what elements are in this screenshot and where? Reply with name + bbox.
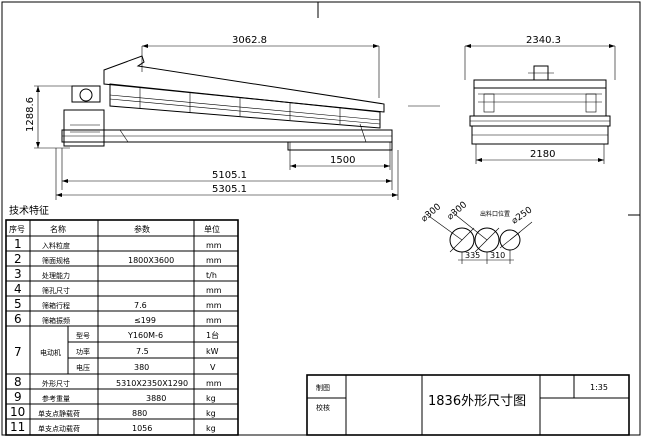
row-5-no: 5 <box>14 297 22 311</box>
row-3-name: 处理能力 <box>42 271 70 280</box>
row-5-name: 筛箱行程 <box>42 301 70 310</box>
row-10-no: 10 <box>10 405 25 419</box>
scale-value: 1:35 <box>590 383 608 392</box>
row-1-name: 入料粒度 <box>42 241 70 250</box>
hopper-span-dim: 3062.8 <box>232 35 267 46</box>
row-6-name: 筛箱振频 <box>42 316 70 325</box>
height-dim: 1288.6 <box>25 97 36 132</box>
hdr-no: 序号 <box>9 224 25 234</box>
row-11-name: 单支点动载荷 <box>38 424 80 433</box>
row-10-value: 880 <box>132 409 147 418</box>
front-view: 3062.8 1288.6 1500 <box>25 35 440 200</box>
row-7-name: 电动机 <box>40 348 61 357</box>
motor-voltage-label: 电压 <box>76 363 90 372</box>
drawing-title: 1836外形尺寸图 <box>428 394 526 409</box>
row-8-no: 8 <box>14 375 22 389</box>
dia1-label: ⌀300 <box>420 202 444 224</box>
row-4-name: 筛孔尺寸 <box>42 286 70 295</box>
row-6-no: 6 <box>14 312 22 326</box>
frame-length-dim: 5105.1 <box>212 170 247 181</box>
row-3-no: 3 <box>14 267 22 281</box>
motor-model-value: Y160M-6 <box>127 331 163 340</box>
row-11-no: 11 <box>10 420 25 434</box>
row-7-no: 7 <box>14 345 22 359</box>
row-11-unit: kg <box>206 424 216 433</box>
hdr-value: 参数 <box>134 224 150 234</box>
row-9-name: 参考重量 <box>42 394 70 403</box>
tech-table-title: 技术特征 <box>9 204 49 217</box>
pitch1-label: 335 <box>465 251 480 260</box>
row-4-unit: mm <box>206 286 222 295</box>
motor-voltage-value: 380 <box>134 363 149 372</box>
pitch2-label: 310 <box>490 251 505 260</box>
row-9-no: 9 <box>14 390 22 404</box>
side-view: 2340.3 2180 <box>464 35 616 164</box>
row-9-unit: kg <box>206 394 216 403</box>
motor-model-unit: 1台 <box>206 330 219 340</box>
drawn-label: 制图 <box>316 383 330 392</box>
row-8-unit: mm <box>206 379 222 388</box>
row-10-name: 单支点静载荷 <box>38 409 80 418</box>
outlet-note: 出料口位置 <box>480 210 510 218</box>
row-2-no: 2 <box>14 252 22 266</box>
row-2-unit: mm <box>206 256 222 265</box>
hdr-name: 名称 <box>50 224 66 234</box>
side-width-dim: 2340.3 <box>526 35 561 46</box>
motor-power-value: 7.5 <box>136 347 149 356</box>
outlet-detail: ⌀300 ⌀300 ⌀250 出料口位置 335 310 <box>420 200 534 264</box>
row-11-value: 1056 <box>132 424 152 433</box>
row-9-value: 3880 <box>146 394 166 403</box>
row-3-unit: t/h <box>206 271 217 280</box>
row-6-value: ≤199 <box>134 316 156 325</box>
motor-voltage-unit: V <box>210 363 216 372</box>
row-8-name: 外形尺寸 <box>42 379 70 388</box>
row-6-unit: mm <box>206 316 222 325</box>
motor-power-label: 功率 <box>76 347 90 356</box>
row-5-value: 7.6 <box>134 301 147 310</box>
hdr-unit: 单位 <box>204 224 220 234</box>
row-2-name: 筛面规格 <box>42 256 70 265</box>
tech-table: 技术特征 序号 名称 参数 单位 1 入料粒度 mm 2 筛面规格 1800X3… <box>5 204 239 436</box>
motor-power-unit: kW <box>206 347 219 356</box>
side-base-width-dim: 2180 <box>530 149 555 160</box>
checked-label: 校核 <box>316 403 330 412</box>
row-10-unit: kg <box>206 409 216 418</box>
title-block: 制图 校核 1836外形尺寸图 1:35 <box>306 374 630 436</box>
row-2-value: 1800X3600 <box>128 256 174 265</box>
row-4-no: 4 <box>14 282 22 296</box>
dia2-label: ⌀300 <box>446 200 470 222</box>
lower-span-dim: 1500 <box>330 155 355 166</box>
overall-length-dim: 5305.1 <box>212 184 247 195</box>
row-5-unit: mm <box>206 301 222 310</box>
row-1-no: 1 <box>14 237 22 251</box>
row-8-value: 5310X2350X1290 <box>116 379 188 388</box>
motor-model-label: 型号 <box>76 331 90 340</box>
row-1-unit: mm <box>206 241 222 250</box>
